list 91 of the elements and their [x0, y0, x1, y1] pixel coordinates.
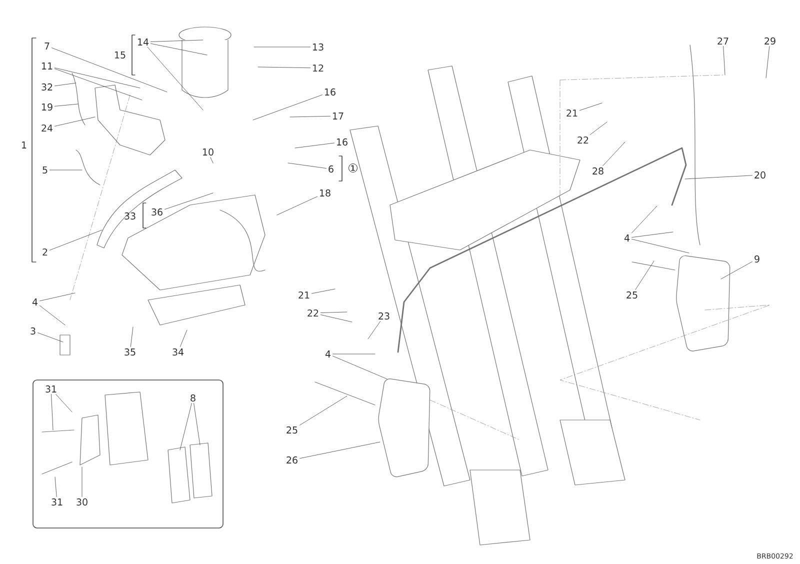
leader-line: [684, 175, 752, 180]
callout-number: 4: [32, 298, 38, 306]
callout-number: 6: [328, 165, 334, 173]
leader-line: [368, 321, 381, 340]
leader-line: [180, 330, 188, 347]
leader-line: [54, 82, 76, 86]
callout-number: 16: [337, 138, 348, 146]
leader-line: [164, 192, 214, 210]
callout-number: 5: [42, 166, 48, 174]
leader-line: [720, 261, 752, 280]
leader-line: [300, 396, 348, 426]
callout-number: 28: [592, 167, 604, 175]
callout-number: 25: [286, 426, 298, 434]
leader-line: [54, 476, 57, 497]
leader-line: [766, 46, 770, 78]
callout-number: 4: [325, 350, 330, 358]
callout-number: 27: [718, 37, 728, 45]
leader-line: [300, 442, 380, 459]
callout-number: 18: [320, 189, 330, 197]
callout-number: 25: [626, 291, 638, 299]
callout-number: 31: [46, 385, 56, 393]
callout-number: 32: [42, 83, 52, 91]
callout-number: 15: [115, 51, 126, 59]
callout-number: 13: [313, 43, 324, 51]
leader-line: [210, 157, 214, 164]
leader-line: [632, 238, 690, 254]
leader-line: [150, 43, 208, 56]
leader-line: [602, 142, 626, 166]
leader-line: [150, 40, 204, 42]
callout-number: 4: [624, 234, 630, 242]
callout-number: 26: [286, 456, 298, 464]
leader-line: [312, 288, 336, 294]
callout-number: 22: [308, 309, 318, 317]
leader-line: [252, 94, 322, 120]
callout-number: 35: [124, 348, 136, 356]
callout-number: 7: [44, 42, 50, 50]
callout-number: 3: [30, 327, 36, 335]
leader-line: [40, 305, 66, 326]
leader-line: [40, 292, 76, 302]
leader-line: [38, 332, 64, 342]
leader-line: [194, 403, 200, 446]
leader-line: [580, 102, 602, 111]
leader-line: [276, 196, 318, 216]
leader-line: [290, 116, 330, 118]
callout-number: 1: [22, 142, 26, 148]
leader-line: [52, 48, 168, 92]
leader-line: [635, 260, 654, 290]
callout-number: 36: [152, 208, 162, 216]
leader-line: [180, 403, 192, 450]
callout-number: 31: [52, 498, 62, 506]
leader-line: [294, 142, 334, 148]
leader-line: [723, 46, 726, 76]
callout-number: 16: [325, 88, 336, 96]
callout-number: 30: [76, 498, 88, 506]
leader-line: [54, 116, 96, 126]
callout-number: 17: [333, 112, 344, 120]
callout-number: 20: [754, 171, 766, 179]
callout-number: 21: [566, 109, 578, 117]
leader-line: [51, 394, 54, 430]
callout-number: 29: [764, 37, 776, 45]
callout-number: 12: [313, 64, 324, 72]
callout-number: 9: [754, 255, 760, 263]
callout-number: 8: [190, 394, 196, 402]
callout-number: 23: [378, 312, 390, 320]
leader-line: [332, 356, 388, 380]
leader-line: [632, 206, 658, 234]
callout-number: 2: [42, 248, 48, 256]
callout-number: 24: [42, 124, 53, 132]
callout-number: 34: [172, 348, 184, 356]
leader-line: [258, 66, 310, 68]
leader-line: [54, 104, 78, 106]
leader-line: [50, 230, 102, 250]
leader-line: [632, 232, 674, 238]
callout-number: 33: [124, 212, 136, 220]
callout-number: 11: [42, 62, 52, 70]
callout-number: 10: [203, 148, 214, 156]
reference-symbol: ①: [348, 164, 358, 172]
leader-line: [130, 326, 134, 347]
leader-line: [590, 122, 608, 135]
leader-line: [320, 314, 352, 322]
callout-number: 19: [42, 103, 52, 111]
callout-number: 21: [298, 291, 310, 299]
leader-line: [254, 46, 310, 48]
leader-line: [56, 394, 72, 412]
leader-line: [320, 312, 348, 313]
leader-line: [54, 68, 140, 88]
leader-line: [147, 46, 204, 110]
callout-number: 14: [138, 38, 149, 46]
callout-number: 22: [578, 136, 588, 144]
leader-line: [288, 162, 327, 169]
leader-line: [54, 68, 142, 100]
